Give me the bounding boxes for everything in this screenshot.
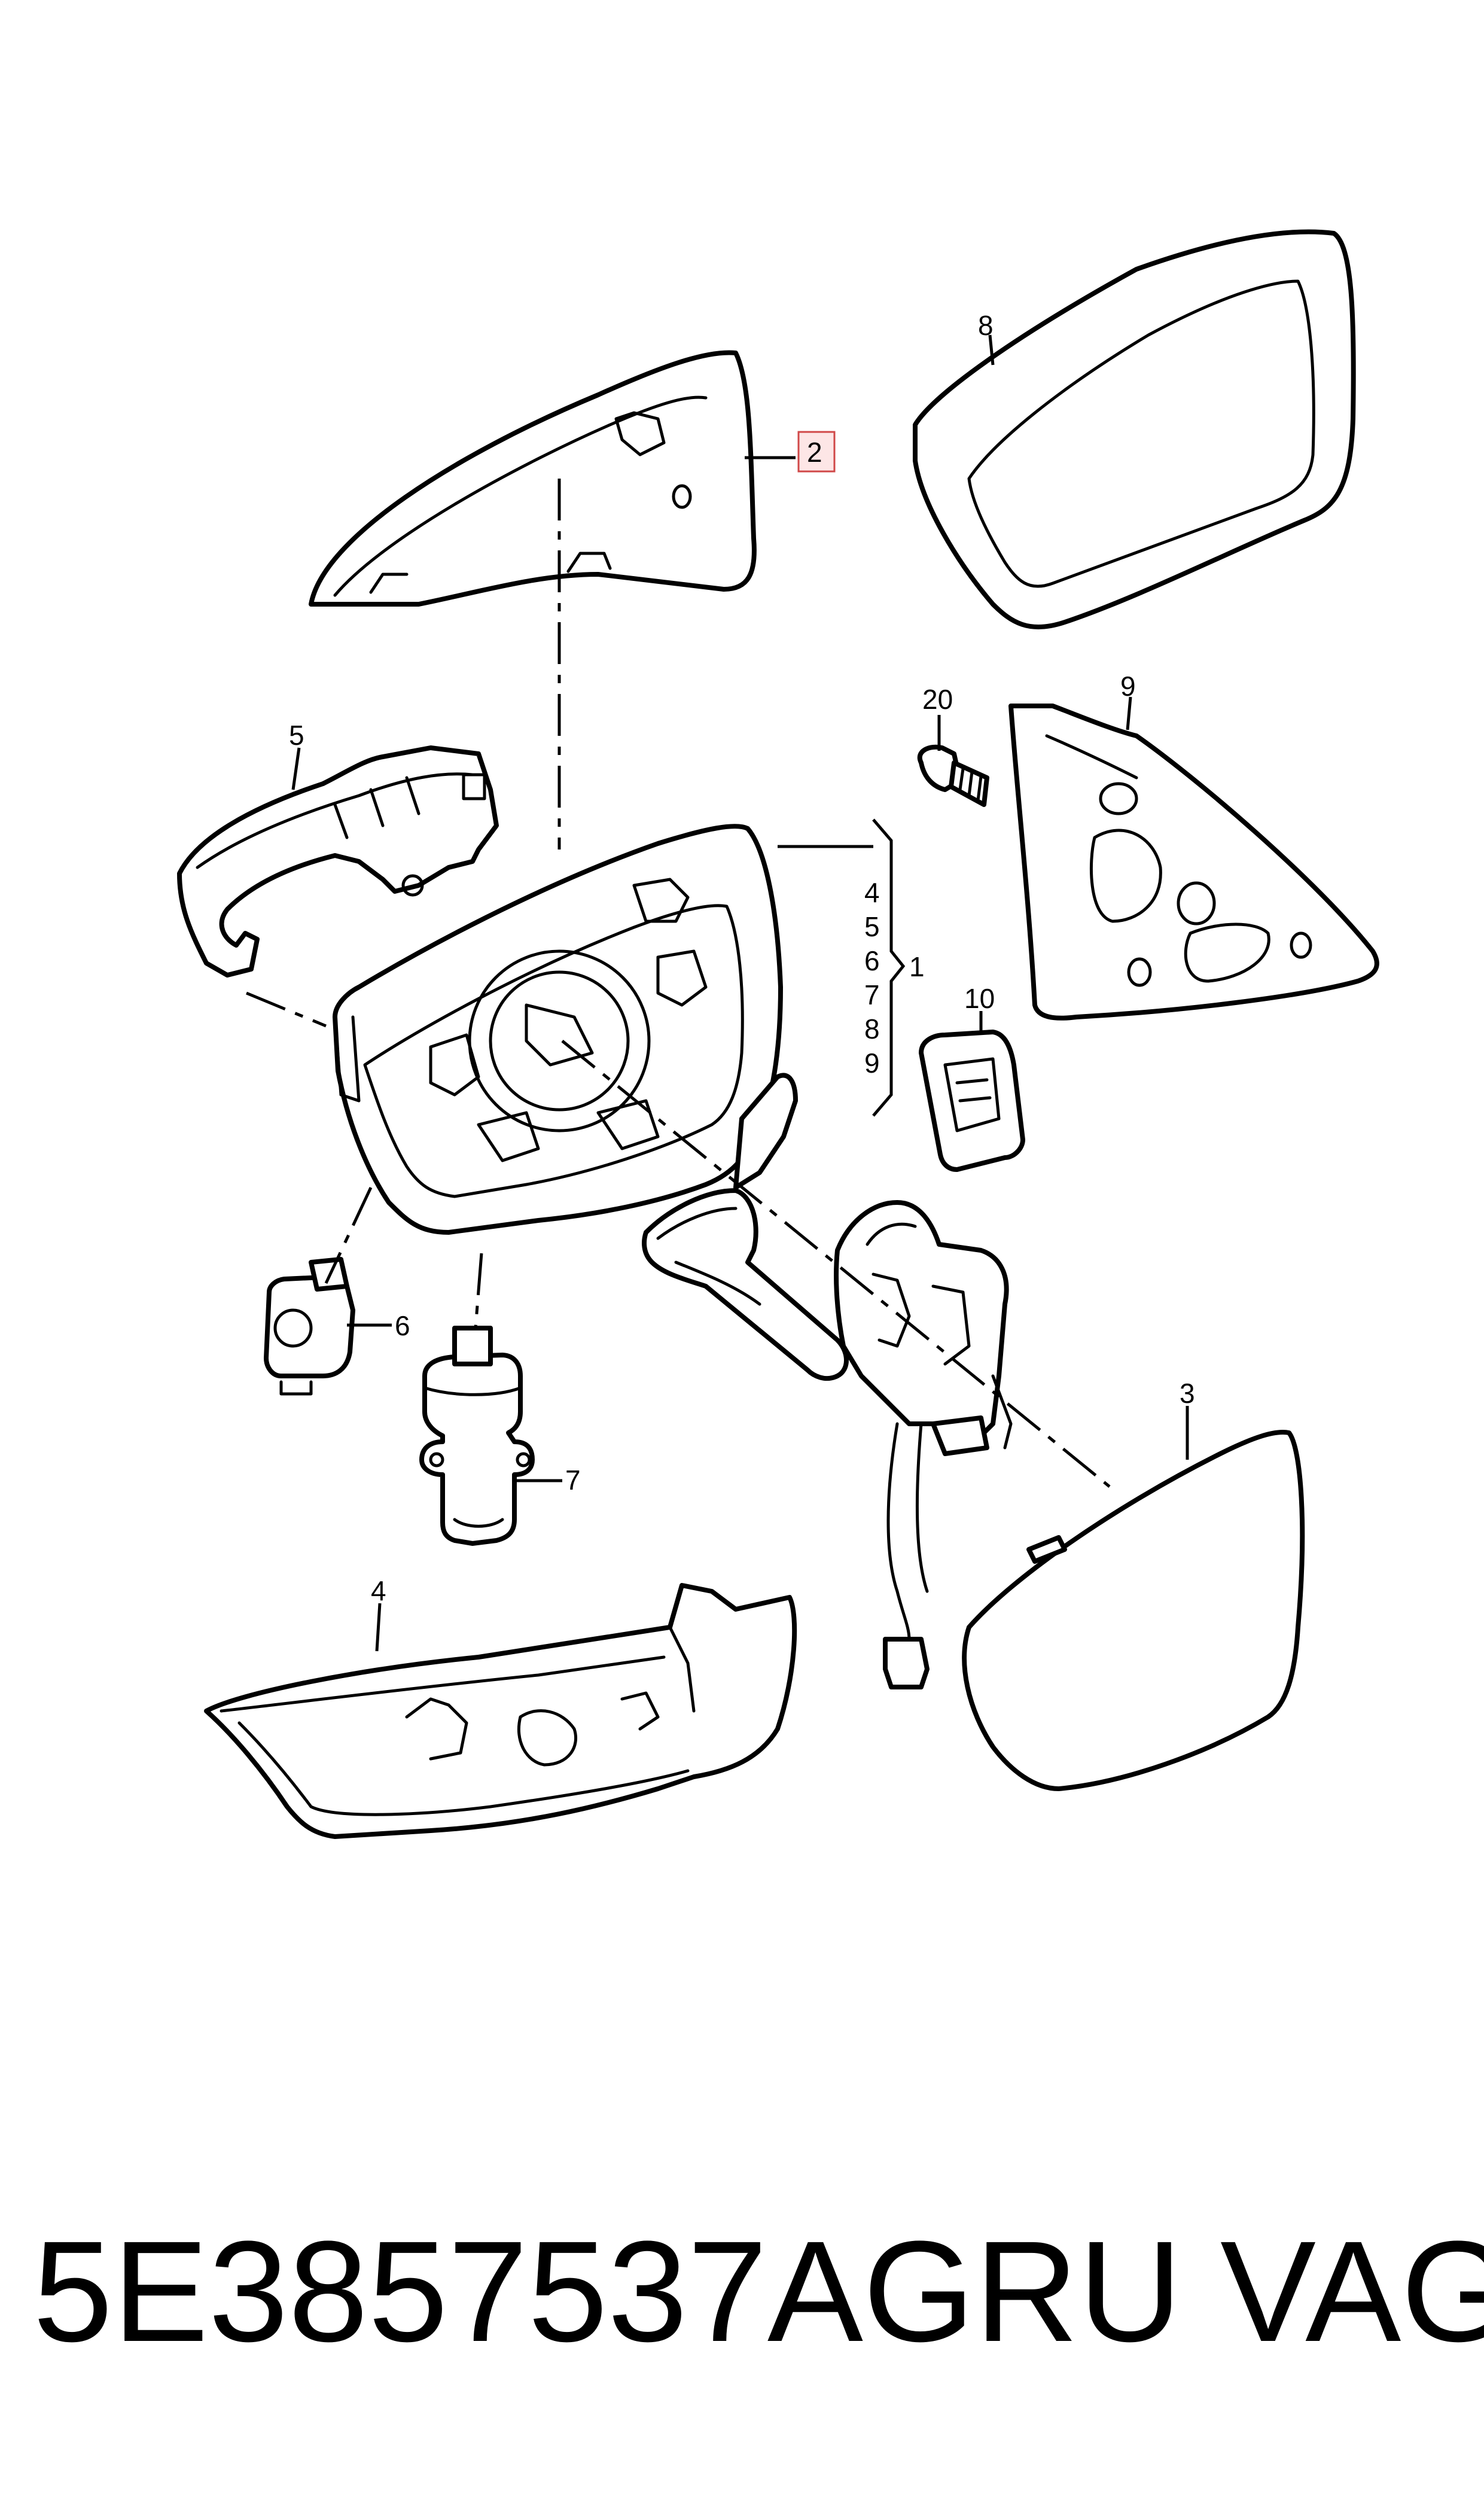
group-label-1[interactable]: 1 (909, 951, 925, 982)
callout-3[interactable]: 3 (1180, 1378, 1195, 1409)
part-harness-bracket[interactable] (834, 1200, 1013, 1689)
callouts: 2 8 20 9 5 10 6 7 3 4 4 5 6 7 8 9 1 (289, 310, 1195, 1606)
brand-name: VAG (1220, 2211, 1484, 2371)
callout-9[interactable]: 9 (1120, 671, 1136, 702)
part-mirror-glass[interactable] (962, 1430, 1305, 1791)
part-screw[interactable] (917, 744, 989, 807)
part-mirror-base[interactable] (642, 1188, 849, 1381)
group-item-8[interactable]: 8 (864, 1013, 880, 1045)
part-number: 5E3857537AGRU (33, 2211, 1183, 2371)
group-item-9[interactable]: 9 (864, 1048, 880, 1079)
group-item-7[interactable]: 7 (864, 979, 880, 1010)
part-connector[interactable] (264, 1257, 355, 1396)
callout-2[interactable]: 2 (807, 437, 822, 468)
callout-8[interactable]: 8 (978, 310, 994, 341)
part-mirror-housing[interactable] (333, 824, 798, 1235)
part-mirror-glass-frame[interactable] (913, 229, 1356, 629)
group-item-5[interactable]: 5 (864, 911, 880, 942)
group-item-6[interactable]: 6 (864, 945, 880, 976)
callout-6[interactable]: 6 (395, 1310, 410, 1341)
callout-7[interactable]: 7 (565, 1464, 581, 1496)
part-adjustment-motor[interactable] (419, 1326, 535, 1546)
part-turn-signal-bracket[interactable] (177, 745, 499, 978)
assembly-lines (246, 479, 1111, 1488)
callout-2-highlight (797, 431, 836, 473)
footer: 5E3857537AGRU VAG (33, 2211, 1484, 2371)
part-insert[interactable] (919, 1030, 1025, 1172)
callout-20[interactable]: 20 (922, 684, 953, 715)
callout-5[interactable]: 5 (289, 720, 304, 751)
group-item-4[interactable]: 4 (864, 877, 880, 908)
callout-4[interactable]: 4 (371, 1575, 386, 1606)
leader-lines (291, 334, 1189, 1652)
part-mirror-cap[interactable] (309, 350, 757, 607)
part-mirror-backing-plate[interactable] (1008, 704, 1379, 1021)
part-lower-housing[interactable] (204, 1583, 797, 1839)
callout-10[interactable]: 10 (964, 983, 995, 1014)
